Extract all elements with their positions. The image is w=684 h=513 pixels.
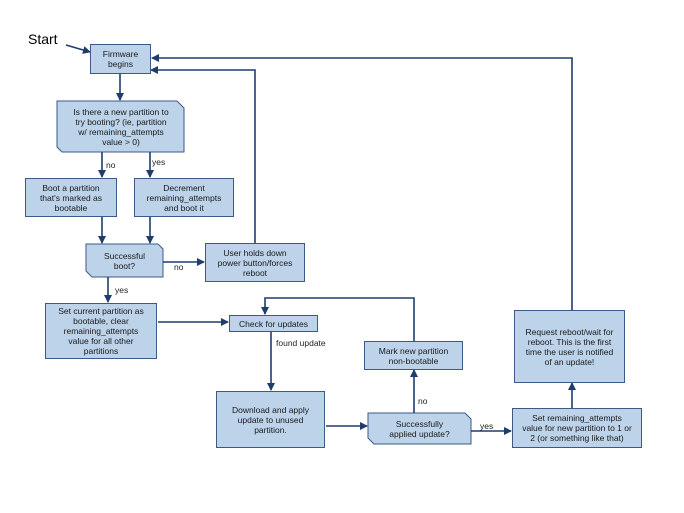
decrement-box: Decrement remaining_attempts and boot it xyxy=(134,178,234,217)
mark-nonbootable-box: Mark new partition non-bootable xyxy=(364,341,463,370)
new-partition-decision: Is there a new partition to try booting?… xyxy=(73,106,169,147)
decision-shape-new-partition xyxy=(56,100,185,153)
check-updates-box: Check for updates xyxy=(229,315,318,332)
edge-label-yes-boot: yes xyxy=(115,285,129,295)
edge-label-found-update: found update xyxy=(276,338,326,348)
set-current-box: Set current partition as bootable, clear… xyxy=(45,303,157,359)
edge-label-yes-question: yes xyxy=(152,157,166,167)
request-reboot-box: Request reboot/wait for reboot. This is … xyxy=(514,310,625,383)
firmware-begins-box: Firmware begins xyxy=(90,44,151,74)
applied-update-decision: Successfully applied update? xyxy=(389,419,450,439)
start-label: Start xyxy=(28,31,58,47)
edge-reboot-firmware xyxy=(150,66,256,243)
edge-request-firmware xyxy=(151,54,573,310)
download-apply-box: Download and apply update to unused part… xyxy=(216,391,325,448)
successful-boot-decision: Successful boot? xyxy=(103,251,146,271)
edge-label-no-applied: no xyxy=(418,396,428,406)
edge-label-no-boot: no xyxy=(174,262,184,272)
user-reboot-box: User holds down power button/forces rebo… xyxy=(205,243,305,282)
edge-mark-check xyxy=(261,297,415,341)
edge-label-yes-applied: yes xyxy=(480,421,494,431)
decision-shape-applied-update xyxy=(367,412,472,445)
boot-bootable-box: Boot a partition that's marked as bootab… xyxy=(25,178,117,217)
decision-shape-successful-boot xyxy=(85,243,164,278)
set-remaining-box: Set remaining_attempts value for new par… xyxy=(512,408,642,448)
edge-start xyxy=(65,44,91,54)
edge-label-no-question: no xyxy=(106,160,116,170)
